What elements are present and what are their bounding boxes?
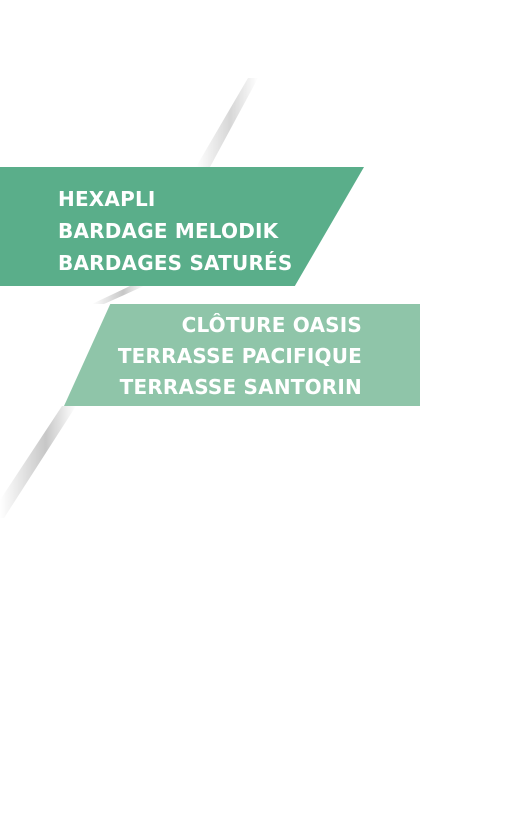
top-banner-item: BARDAGE MELODIK [58,219,279,243]
fold-shadow-middle [92,286,144,304]
bottom-banner-item: CLÔTURE OASIS [181,313,362,337]
bottom-banner: CLÔTURE OASIS TERRASSE PACIFIQUE TERRASS… [64,304,420,406]
top-banner-item: HEXAPLI [58,187,156,211]
top-banner: HEXAPLI BARDAGE MELODIK BARDAGES SATURÉS [0,167,364,286]
top-banner-item: BARDAGES SATURÉS [58,251,293,275]
bottom-banner-item: TERRASSE PACIFIQUE [117,344,362,368]
bottom-banner-item: TERRASSE SANTORIN [119,375,362,399]
fold-shadow-lower [0,406,76,518]
fold-shadow-upper [196,78,258,167]
top-banner-list: HEXAPLI BARDAGE MELODIK BARDAGES SATURÉS [58,183,293,279]
bottom-banner-list: CLÔTURE OASIS TERRASSE PACIFIQUE TERRASS… [118,310,362,403]
